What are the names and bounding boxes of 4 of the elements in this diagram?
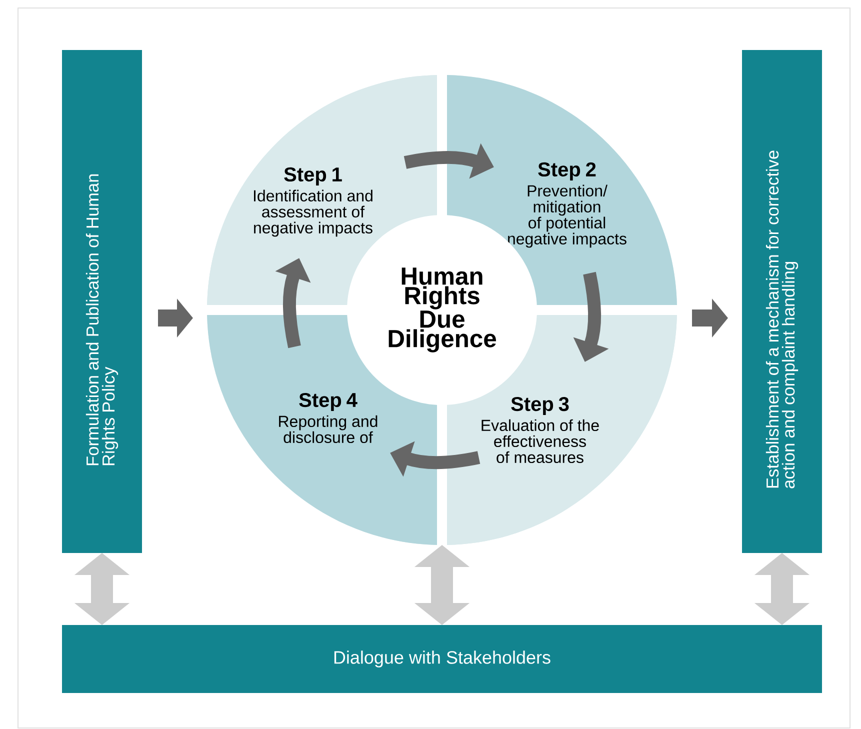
vertical-banner: Formulation and Publication of Human Rights Policy <box>62 50 142 553</box>
horizontal-banner: Dialogue with Stakeholders <box>62 625 822 693</box>
node-label: Step 1 <box>284 167 342 186</box>
vertical-banner: Establishment of a mechanism for corrective action and complaint handling <box>742 50 822 553</box>
